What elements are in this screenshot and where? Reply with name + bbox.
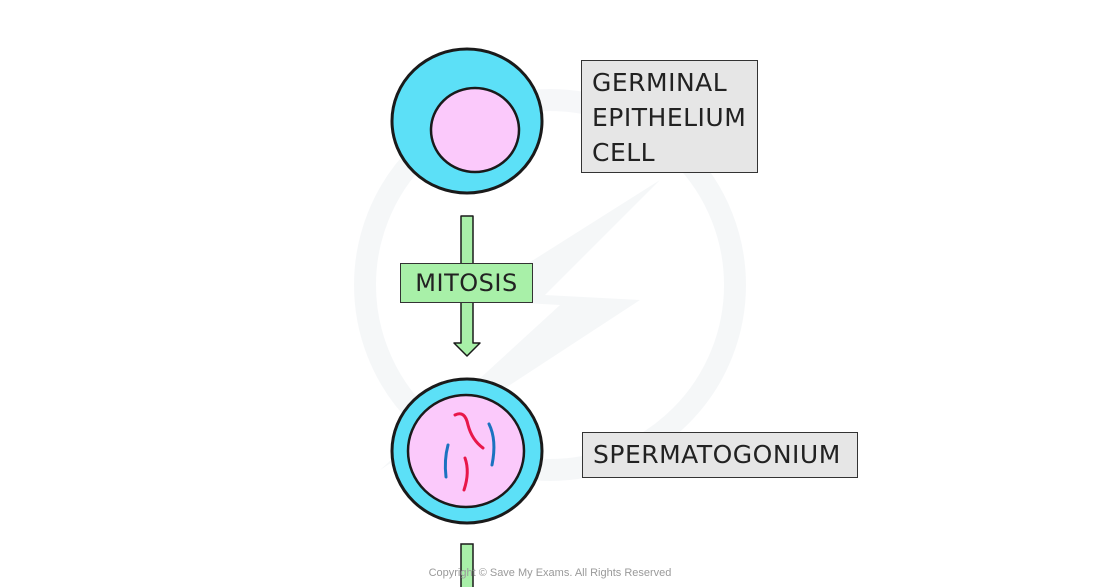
copyright-text: Copyright © Save My Exams. All Rights Re… [428, 567, 672, 579]
spermatogonium-cell [390, 377, 544, 525]
chromosome-blue-1 [487, 422, 496, 467]
chromosome-red-2 [462, 456, 469, 492]
chromosome-red-1 [453, 412, 485, 450]
mitosis-label: MITOSIS [400, 263, 533, 303]
spermatogonium-label: SPERMATOGONIUM [582, 432, 858, 478]
germinal-epithelium-cell-label: GERMINAL EPITHELIUM CELL [581, 60, 758, 173]
watermark-logo-icon [354, 89, 746, 481]
germinal-label-line-1: GERMINAL [592, 68, 728, 97]
germinal-label-line-2: EPITHELIUM [592, 103, 747, 132]
germinal-cell-nucleus [429, 86, 521, 174]
germinal-epithelium-cell [390, 47, 544, 195]
chromosome-blue-2 [443, 443, 450, 479]
next-stage-arrow [460, 543, 474, 587]
germinal-label-line-3: CELL [592, 138, 656, 167]
spermatogonium-nucleus [406, 393, 526, 509]
